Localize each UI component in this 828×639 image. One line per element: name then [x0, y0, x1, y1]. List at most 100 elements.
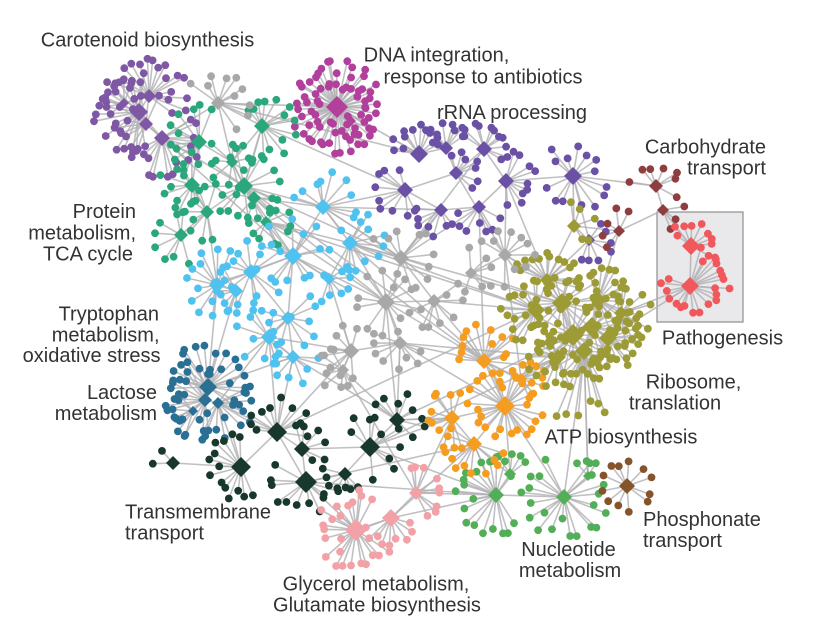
network-leaf-node: [300, 341, 309, 350]
network-leaf-node: [460, 461, 469, 470]
network-leaf-node: [161, 61, 170, 70]
network-hub-node: [315, 199, 331, 215]
network-leaf-node: [290, 122, 299, 131]
network-leaf-node: [657, 279, 665, 288]
network-leaf-node: [609, 290, 618, 299]
network-leaf-node: [120, 64, 129, 73]
network-leaf-node: [576, 281, 585, 290]
network-leaf-node: [166, 121, 175, 130]
network-leaf-node: [474, 122, 483, 130]
network-leaf-node: [161, 255, 169, 263]
network-leaf-node: [621, 326, 630, 335]
network-leaf-node: [412, 204, 421, 213]
network-leaf-node: [325, 481, 333, 490]
network-leaf-node: [232, 73, 241, 82]
network-leaf-node: [306, 292, 315, 301]
network-leaf-node: [366, 131, 374, 140]
network-leaf-node: [423, 275, 432, 283]
network-leaf-node: [457, 444, 466, 453]
network-leaf-node: [210, 449, 219, 458]
network-leaf-node: [270, 166, 278, 175]
network-leaf-node: [282, 498, 291, 506]
network-leaf-node: [594, 310, 603, 318]
network-leaf-node: [533, 277, 541, 286]
network-leaf-node: [372, 80, 380, 89]
network-leaf-node: [473, 177, 482, 186]
network-leaf-node: [401, 275, 409, 284]
network-leaf-node: [327, 345, 335, 353]
network-leaf-node: [477, 412, 485, 421]
network-edge: [563, 484, 604, 498]
network-leaf-node: [205, 455, 214, 464]
network-leaf-node: [417, 120, 425, 129]
cluster-label-pathogenesis: Pathogenesis: [662, 328, 783, 350]
network-leaf-node: [625, 308, 634, 316]
network-leaf-node: [220, 437, 228, 445]
network-leaf-node: [371, 183, 380, 192]
network-leaf-node: [130, 95, 139, 103]
network-leaf-node: [429, 250, 438, 259]
network-leaf-node: [521, 311, 530, 320]
network-leaf-node: [347, 191, 356, 200]
network-leaf-node: [406, 518, 414, 527]
network-leaf-node: [503, 153, 512, 161]
network-leaf-node: [325, 80, 334, 88]
network-edge: [328, 278, 352, 352]
network-leaf-node: [431, 508, 440, 516]
network-leaf-node: [349, 374, 357, 383]
network-edge: [186, 361, 206, 401]
network-edge: [276, 356, 294, 433]
network-leaf-node: [351, 266, 360, 275]
network-leaf-node: [396, 443, 404, 451]
network-edge: [369, 417, 453, 448]
network-leaf-node: [600, 191, 609, 200]
network-leaf-node: [358, 85, 367, 93]
network-leaf-node: [145, 171, 153, 180]
network-leaf-node: [267, 274, 276, 283]
network-leaf-node: [448, 120, 457, 129]
network-leaf-node: [573, 459, 581, 468]
network-leaf-node: [333, 484, 342, 493]
network-leaf-node: [337, 383, 345, 391]
network-edge: [505, 180, 548, 281]
network-leaf-node: [460, 125, 469, 134]
cluster-label-ribosome-translation: Ribosome,: [646, 372, 742, 394]
network-leaf-node: [521, 256, 529, 265]
network-leaf-node: [186, 142, 195, 151]
network-leaf-node: [217, 365, 226, 374]
network-leaf-node: [347, 428, 356, 436]
network-leaf-node: [457, 148, 466, 157]
network-leaf-node: [534, 526, 542, 535]
network-leaf-node: [337, 534, 345, 543]
network-leaf-node: [160, 189, 169, 198]
network-leaf-node: [278, 136, 287, 144]
network-leaf-node: [316, 177, 325, 186]
network-leaf-node: [268, 194, 277, 203]
network-leaf-node: [508, 325, 517, 333]
network-edge: [217, 102, 263, 127]
network-leaf-node: [575, 205, 584, 214]
network-edge: [119, 106, 147, 125]
network-edge: [349, 242, 563, 304]
network-leaf-node: [371, 349, 380, 358]
network-leaf-node: [395, 166, 404, 175]
network-leaf-node: [498, 383, 507, 392]
network-leaf-node: [224, 494, 233, 503]
network-leaf-node: [592, 156, 601, 164]
network-leaf-node: [319, 493, 328, 502]
network-leaf-node: [222, 349, 231, 358]
network-leaf-node: [236, 421, 245, 430]
network-leaf-node: [169, 252, 178, 261]
network-leaf-node: [322, 473, 331, 482]
network-leaf-node: [482, 469, 490, 478]
network-leaf-node: [565, 276, 573, 285]
network-leaf-node: [671, 222, 679, 231]
network-leaf-node: [624, 508, 633, 516]
network-leaf-node: [211, 349, 220, 358]
network-edge: [572, 175, 657, 187]
network-edge: [268, 336, 278, 433]
cluster-label-glycerol-glutamate: Glutamate biosynthesis: [273, 595, 481, 617]
network-leaf-node: [305, 317, 313, 326]
network-leaf-node: [637, 333, 646, 342]
network-edge: [217, 336, 270, 404]
